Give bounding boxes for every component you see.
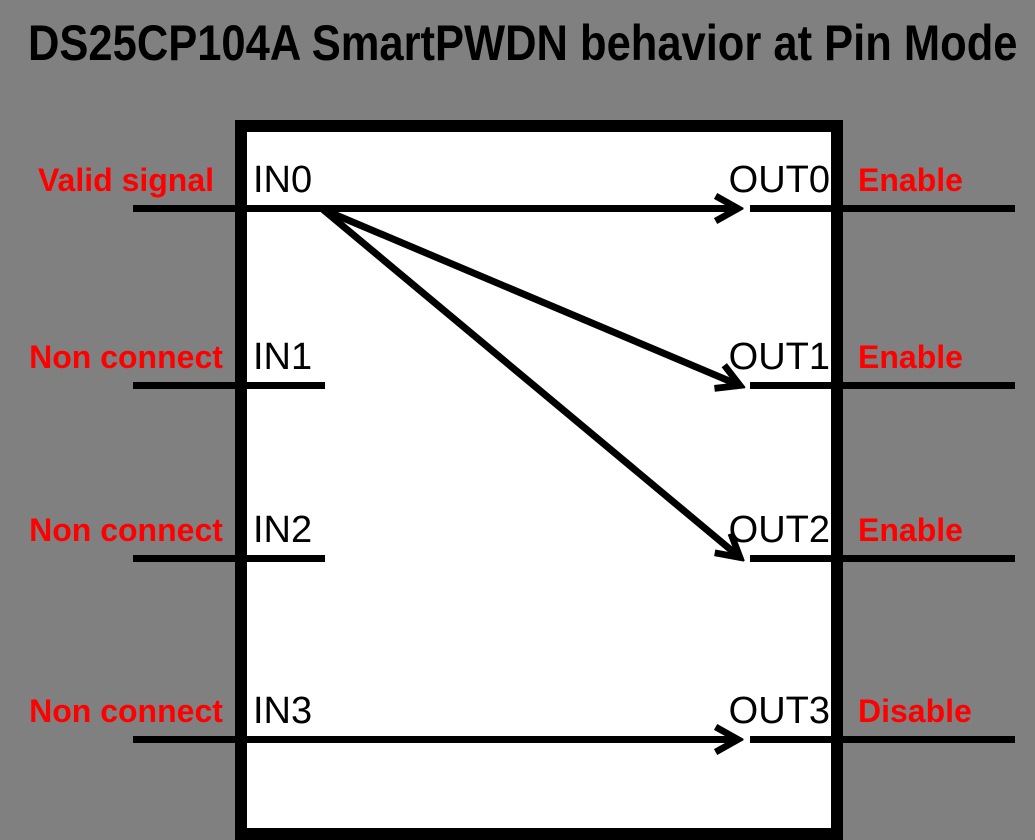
input-label-in3: Non connect (29, 693, 223, 729)
input-label-in1: Non connect (29, 339, 223, 375)
output-status-out1: Enable (858, 339, 963, 375)
pin-label-in1: IN1 (253, 336, 313, 378)
output-stub-out0 (750, 205, 1015, 212)
pin-label-out1: OUT1 (728, 336, 830, 378)
input-stub-in3 (133, 736, 325, 743)
pin-label-in2: IN2 (253, 509, 313, 551)
output-status-out3: Disable (858, 693, 972, 729)
output-stub-out2 (750, 555, 1015, 562)
input-label-in0: Valid signal (37, 162, 215, 198)
output-status-out2: Enable (858, 512, 963, 548)
pin-label-in0: IN0 (253, 159, 313, 201)
pin-label-out2: OUT2 (728, 509, 830, 551)
pin-label-out0: OUT0 (728, 159, 830, 201)
output-stub-out1 (750, 382, 1015, 389)
input-stub-in2 (133, 555, 325, 562)
output-stub-out3 (750, 736, 1015, 743)
output-status-out0: Enable (858, 162, 963, 198)
input-stub-in0 (133, 205, 325, 212)
chip-box (235, 120, 843, 840)
input-label-in2: Non connect (29, 512, 223, 548)
pin-label-in3: IN3 (253, 690, 313, 732)
pin-label-out3: OUT3 (728, 690, 830, 732)
page-title: DS25CP104A SmartPWDN behavior at Pin Mod… (28, 15, 1018, 71)
input-stub-in1 (133, 382, 325, 389)
